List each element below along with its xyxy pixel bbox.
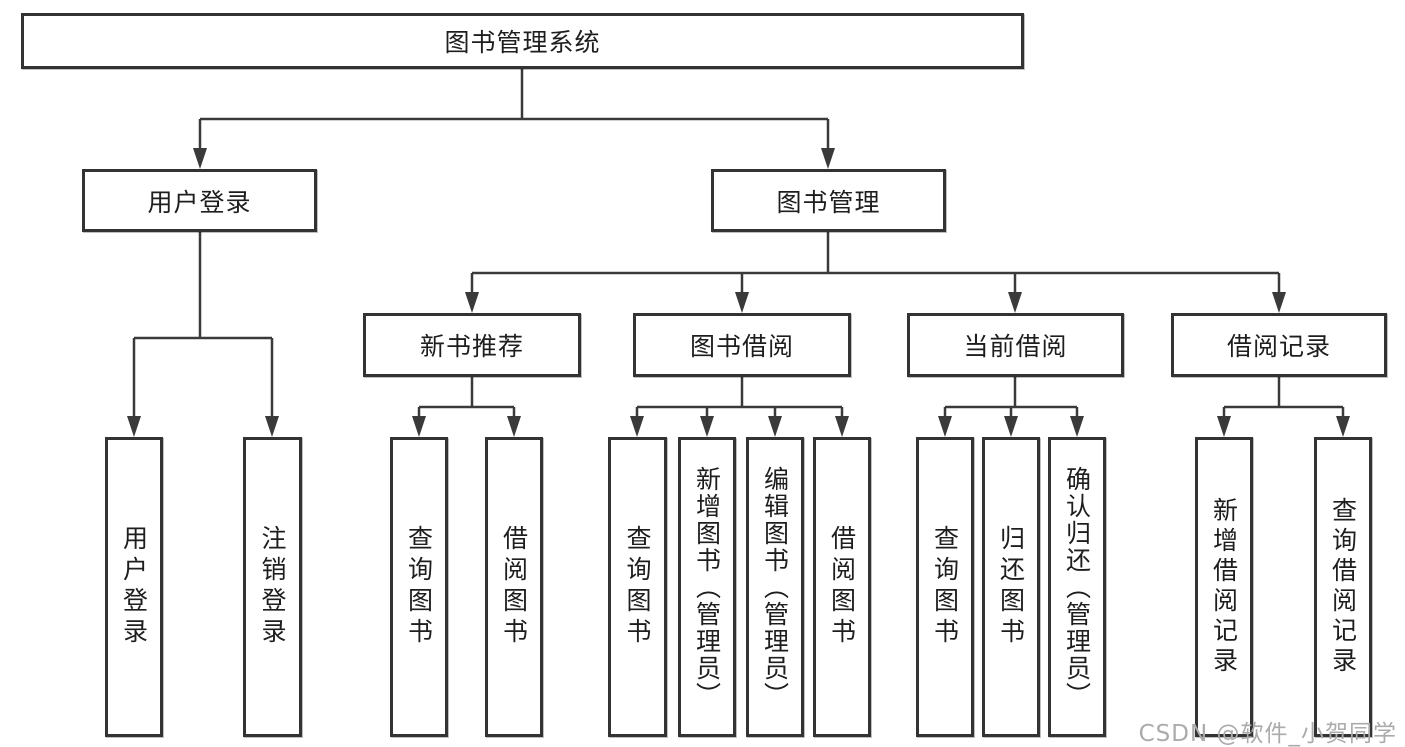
leaf-borrow-books-newbook: 借阅图书 — [485, 437, 543, 737]
leaf-label: 新增图书（管理员） — [692, 465, 722, 709]
leaf-label: 确认归还（管理员） — [1062, 465, 1092, 709]
leaf-query-books-current: 查询图书 — [916, 437, 974, 737]
node-new-book-recommend: 新书推荐 — [363, 313, 581, 377]
leaf-user-login: 用户登录 — [105, 437, 163, 737]
leaf-label: 归还图书 — [996, 525, 1026, 649]
leaf-label: 用户登录 — [119, 525, 149, 649]
leaf-label: 编辑图书（管理员） — [760, 465, 790, 709]
leaf-label: 查询图书 — [930, 525, 960, 649]
leaf-confirm-return-admin: 确认归还（管理员） — [1048, 437, 1106, 737]
node-book-management: 图书管理 — [711, 169, 946, 232]
node-root-library-system: 图书管理系统 — [21, 13, 1024, 69]
leaf-label: 查询借阅记录 — [1328, 497, 1358, 677]
leaf-label: 借阅图书 — [499, 525, 529, 649]
leaf-label: 注销登录 — [258, 525, 287, 649]
leaf-borrow-books: 借阅图书 — [813, 437, 871, 737]
leaf-label: 新增借阅记录 — [1209, 497, 1239, 677]
leaf-add-borrow-record: 新增借阅记录 — [1195, 437, 1253, 737]
leaf-query-borrow-record: 查询借阅记录 — [1314, 437, 1372, 737]
leaf-label: 查询图书 — [404, 525, 434, 649]
node-user-login: 用户登录 — [82, 169, 317, 232]
leaf-query-books-newbook: 查询图书 — [390, 437, 448, 737]
csdn-watermark: CSDN @软件_小贺同学 — [1138, 721, 1397, 747]
node-borrowing-records: 借阅记录 — [1171, 313, 1387, 377]
leaf-logout: 注销登录 — [243, 437, 302, 737]
node-current-borrowing: 当前借阅 — [907, 313, 1124, 377]
leaf-add-books-admin: 新增图书（管理员） — [678, 437, 736, 737]
leaf-query-books-borrow: 查询图书 — [608, 437, 667, 737]
node-book-borrowing: 图书借阅 — [633, 313, 851, 377]
arrowheads — [127, 148, 1350, 437]
leaf-label: 借阅图书 — [827, 525, 857, 649]
leaf-label: 查询图书 — [623, 525, 652, 649]
leaf-return-books: 归还图书 — [982, 437, 1040, 737]
leaf-edit-books-admin: 编辑图书（管理员） — [746, 437, 804, 737]
